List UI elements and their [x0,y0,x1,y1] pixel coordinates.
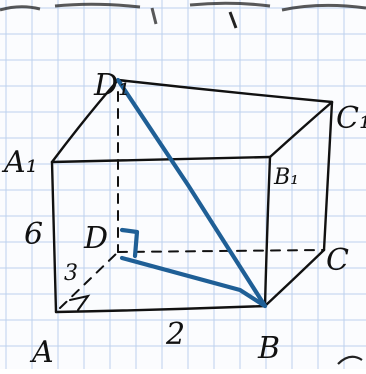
edge-B1-B [263,155,272,308]
label-A: A [29,335,54,369]
edge-D1-C1 [116,78,334,104]
highlighted-lines [115,77,268,309]
edge-A-D [59,251,119,309]
diagonal-D1-B [115,77,268,309]
edge-C1-C [322,100,334,252]
label-A1: A₁ [1,145,38,180]
vertex-labels: D₁ C₁ A₁ B₁ D C A B [1,68,366,370]
edge-B-C [263,248,326,308]
label-B: B [257,331,280,366]
label-D1: D₁ [93,68,130,103]
edge-A1-A [50,160,58,314]
edge-D-C [117,249,325,253]
measurement-labels: 6 3 2 [24,217,185,352]
visible-edges [50,78,334,314]
label-B1: B₁ [273,165,299,190]
edge-A-B [54,304,267,314]
hidden-edges [59,91,325,309]
right-angle-mark-D [119,227,140,259]
edge-A1-D1 [50,78,120,164]
edge-A1-B1 [50,155,272,164]
label-C: C [326,243,349,278]
angle-mark-A [69,294,91,311]
partial-mark-bottom-right [337,355,363,365]
label-C1: C₁ [336,101,366,136]
segment-D-B [119,255,268,309]
measure-width: 2 [165,317,185,352]
label-D: D [83,221,108,256]
partial-handwriting-top [0,1,366,29]
measure-depth: 3 [64,261,78,286]
edge-B1-C1 [268,100,334,159]
measure-height: 6 [24,217,43,252]
